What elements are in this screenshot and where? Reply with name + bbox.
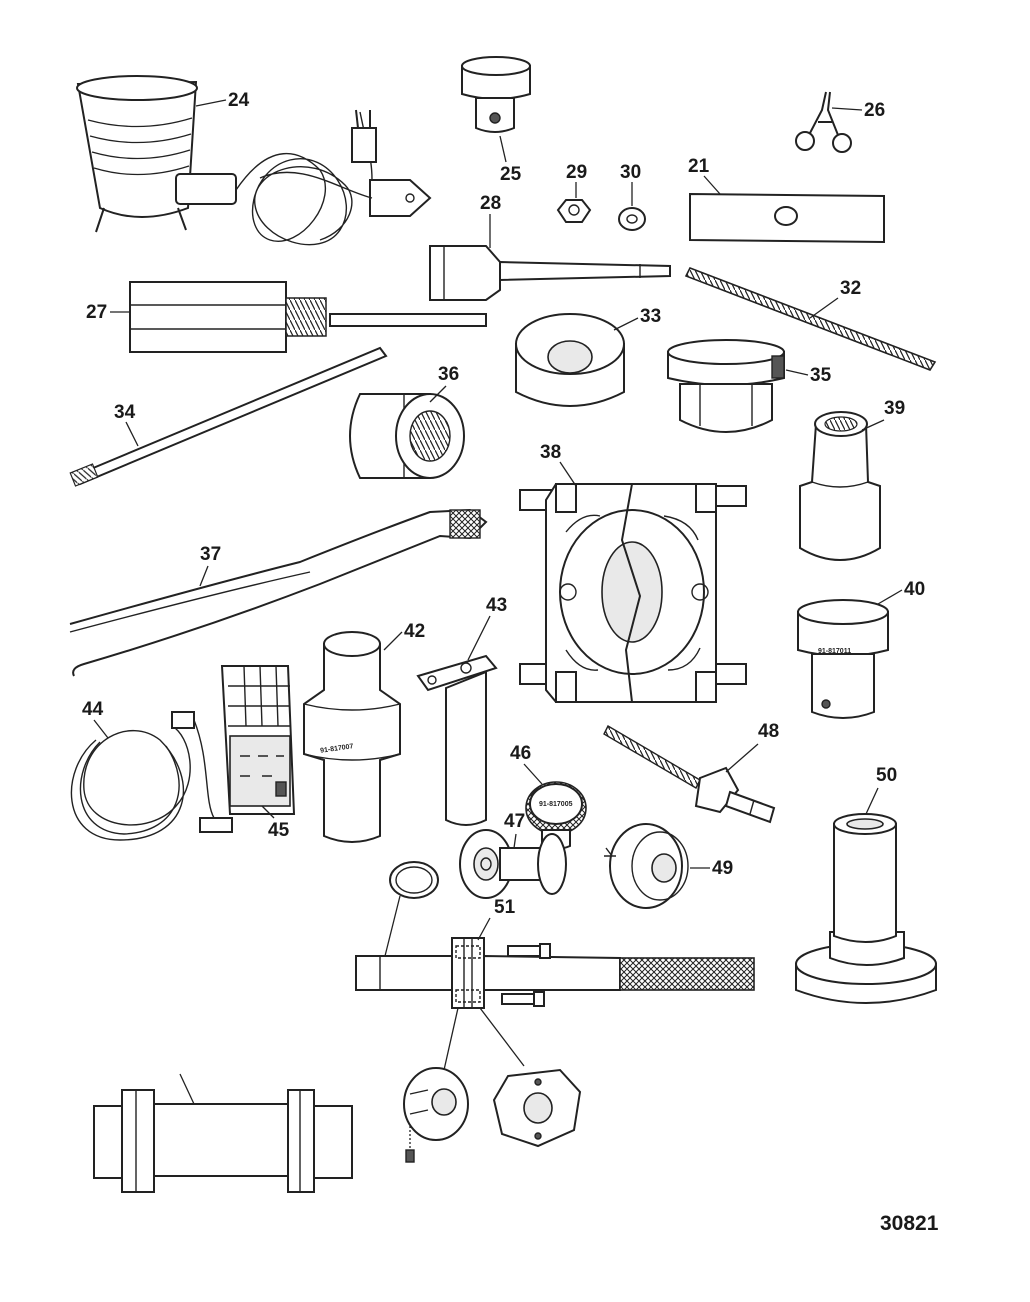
- label-46: 47: [504, 811, 525, 832]
- label-37: 37: [200, 544, 221, 565]
- label-32: 32: [840, 278, 861, 299]
- part-50-drawing: [795, 813, 937, 1004]
- label-28: 28: [480, 193, 501, 214]
- label-43: 42: [404, 621, 425, 642]
- part-45-drawing: 91-817005: [525, 781, 587, 850]
- part-25-drawing: [461, 56, 531, 133]
- label-30: 30: [620, 162, 641, 183]
- part-36-drawing: [349, 393, 465, 479]
- stamp-part-43: 91-817007: [320, 743, 354, 755]
- label-24: 24: [228, 90, 250, 111]
- part-38-drawing: [519, 483, 747, 703]
- part-51-drawing: [93, 1089, 353, 1193]
- part-28-drawing: [429, 245, 671, 301]
- stamp-part-40: 91-817011: [818, 648, 851, 655]
- part-30-drawing: [618, 207, 646, 231]
- part-37-drawing: [69, 508, 488, 677]
- part-32-drawing: [684, 266, 937, 371]
- label-35: 35: [810, 365, 832, 386]
- label-39: 39: [884, 398, 905, 419]
- label-33: 33: [640, 306, 661, 327]
- part-41-drawing: [70, 711, 233, 841]
- label-25: 25: [500, 164, 522, 185]
- label-41: 44: [82, 699, 104, 720]
- figure-number: 30821: [880, 1212, 939, 1235]
- label-45: 46: [510, 743, 531, 764]
- part-47-drawing: [603, 725, 776, 824]
- part-34-drawing: [69, 346, 388, 487]
- label-50: 50: [876, 765, 897, 786]
- label-29: 29: [566, 162, 587, 183]
- label-34: 34: [114, 402, 136, 423]
- label-21: 21: [688, 156, 710, 177]
- label-40: 40: [904, 579, 925, 600]
- part-26-drawing: [795, 91, 852, 153]
- part-27-drawing: [129, 281, 487, 353]
- label-26: 26: [864, 100, 885, 121]
- part-21-drawing: [689, 192, 885, 244]
- part-46-drawing: [459, 829, 567, 899]
- part-24-drawing: [76, 75, 432, 246]
- label-49: 51: [494, 897, 516, 918]
- label-47: 48: [758, 721, 779, 742]
- label-48: 49: [712, 858, 733, 879]
- part-39-drawing: [799, 411, 881, 561]
- part-33-drawing: [515, 313, 625, 407]
- part-42-drawing: [220, 665, 296, 815]
- part-49-drawing: [355, 861, 755, 1163]
- part-40-drawing: 91-817011: [797, 599, 889, 719]
- part-35-drawing: [667, 339, 785, 433]
- part-48-drawing: [604, 823, 689, 909]
- label-36: 36: [438, 364, 459, 385]
- part-29-drawing: [556, 199, 592, 223]
- label-42: 45: [268, 820, 290, 841]
- stamp-part-45: 91-817005: [539, 801, 573, 808]
- part-44-drawing: [416, 654, 498, 826]
- label-38: 38: [540, 442, 561, 463]
- label-27: 27: [86, 302, 107, 323]
- part-43-drawing: 91-817007: [303, 631, 401, 843]
- label-44: 43: [486, 595, 507, 616]
